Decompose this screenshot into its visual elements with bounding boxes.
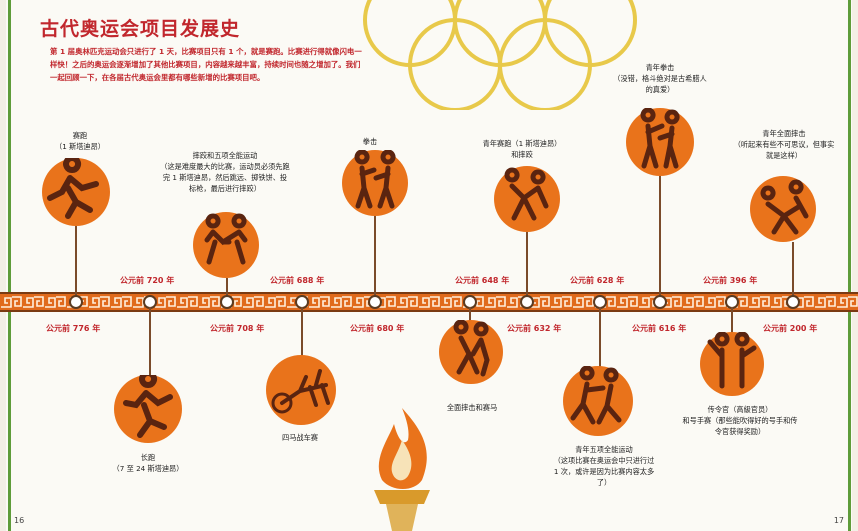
sprinter-icon (47, 158, 99, 219)
year-708bc: 公元前 708 年 (210, 324, 265, 333)
event-label-688bc: 拳击 (362, 137, 378, 146)
event-stem-628bc (599, 307, 601, 369)
event-stem-616bc (659, 176, 661, 296)
greek-key-pattern (0, 294, 858, 310)
year-688bc-a: 公元前 688 年 (270, 276, 325, 285)
timeline-dot-616bc (653, 295, 667, 309)
year-680bc: 公元前 680 年 (350, 324, 405, 333)
event-circle-616bc (626, 108, 694, 176)
year-632bc: 公元前 632 年 (507, 324, 562, 333)
year-628bc: 公元前 628 年 (570, 276, 625, 285)
year-396bc: 公元前 396 年 (703, 276, 758, 285)
event-circle-724bc (114, 375, 182, 443)
event-stem-688bc (374, 216, 376, 296)
youth-pankration-icon (760, 179, 809, 235)
timeline-dot-200bc (786, 295, 800, 309)
chariot-icon (271, 369, 330, 414)
herald-icon (707, 332, 757, 389)
boxers-icon (354, 150, 396, 209)
timeline-dot-688bc (368, 295, 382, 309)
wrestlers-icon (204, 213, 248, 265)
event-label-648bc: 全面摔击和赛马 (446, 403, 498, 412)
event-stem-632bc (526, 232, 528, 296)
event-label-396bc: 传令官（高級官员） 和号手赛（那些能吹得好的号手和传令官获得奖励） (682, 405, 798, 436)
olympic-torch-icon (374, 408, 430, 531)
event-label-200bc: 青年全面摔击 （听起来有些不可思议，但事实就是这样） (733, 129, 835, 160)
year-648bc: 公元前 648 年 (455, 276, 510, 285)
event-label-616bc: 青年拳击 （没错，格斗绝对是古希腊人的真爱） (613, 63, 707, 94)
timeline-dot-776bc (69, 295, 83, 309)
page-title: 古代奥运会项目发展史 (40, 18, 241, 40)
year-200bc: 公元前 200 年 (763, 324, 818, 333)
timeline-band (0, 292, 858, 312)
event-circle-708bc (193, 212, 259, 278)
event-circle-628bc (563, 366, 633, 436)
left-margin-line (8, 0, 11, 531)
page-number-left: 16 (14, 516, 25, 525)
event-circle-688bc (342, 150, 408, 216)
right-margin-line (848, 0, 851, 531)
event-circle-680bc (266, 355, 336, 425)
event-circle-632bc (494, 166, 560, 232)
event-label-632bc: 青年赛跑（1 斯塔迪昂） 和摔跤 (482, 139, 562, 159)
event-stem-708bc (226, 278, 228, 296)
timeline-dot-632bc (520, 295, 534, 309)
youth-pentathlon-icon (570, 366, 622, 425)
event-stem-724bc (149, 307, 151, 377)
event-stem-776bc (75, 226, 77, 296)
event-label-724bc: 长跑 （7 至 24 斯塔迪昂） (112, 453, 184, 473)
year-776bc: 公元前 776 年 (46, 324, 101, 333)
event-stem-680bc (301, 307, 303, 359)
year-616bc: 公元前 616 年 (632, 324, 687, 333)
event-stem-396bc (731, 307, 733, 335)
event-circle-648bc (439, 320, 503, 384)
year-720bc: 公元前 720 年 (120, 276, 175, 285)
event-label-628bc: 青年五项全能运动 （这项比赛在奥运会中只进行过 1 次，或许是因为比赛内容太多了… (553, 445, 655, 487)
youth-boxer-icon (640, 108, 680, 169)
event-circle-776bc (42, 158, 110, 226)
youth-wrestlers-icon (504, 167, 549, 221)
event-label-776bc: 赛跑 （1 斯塔迪昂） (55, 131, 105, 151)
pankration-icon (453, 320, 490, 377)
event-circle-396bc (700, 332, 764, 396)
event-label-680bc: 四马战车赛 (282, 433, 318, 442)
event-label-708bc: 摔跤和五项全能运动 （这是难度最大的比赛，运动员必须先跑完 1 斯塔迪昂，然后跳… (160, 151, 290, 193)
event-stem-200bc (792, 242, 794, 296)
page-number-right: 17 (833, 516, 844, 525)
event-circle-200bc (750, 176, 816, 242)
event-stem-648bc (469, 307, 471, 323)
timeline-dot-708bc (220, 295, 234, 309)
olympic-rings-icon (363, 0, 637, 110)
intro-paragraph: 第 1 届奥林匹克运动会只进行了 1 天，比赛项目只有 1 个，就是赛跑。比赛进… (50, 47, 362, 82)
runner-icon (123, 375, 173, 438)
